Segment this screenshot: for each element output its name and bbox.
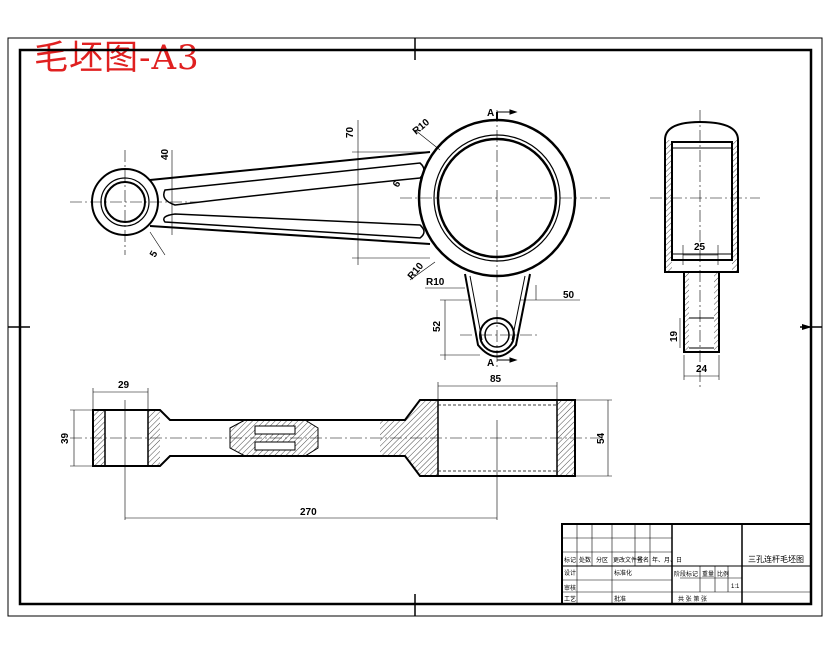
dim-25: 25	[694, 242, 706, 253]
section-mark-bottom: A	[487, 358, 494, 369]
tb-scale: 1:1	[731, 584, 740, 590]
dim-50: 50	[563, 290, 575, 301]
tb-design: 设计	[564, 569, 576, 577]
side-view	[650, 110, 760, 390]
tb-sign: 签名	[637, 556, 649, 564]
tb-zone: 分区	[596, 556, 608, 564]
dim-40: 40	[160, 148, 171, 160]
tb-part-name: 三孔连杆毛坯图	[748, 554, 804, 564]
tb-weight: 重量	[702, 570, 714, 578]
tb-date: 年、月、日	[652, 556, 682, 564]
drawing-title: 毛坯图-A3	[34, 38, 200, 78]
tb-ratio: 比例	[717, 570, 729, 578]
bottom-view	[70, 382, 612, 520]
title-block-text: 三孔连杆毛坯图 标记 处数 分区 更改文件号 签名 年、月、日 设计 标准化 审…	[564, 554, 804, 603]
dim-r10-bottom: R10	[426, 277, 445, 288]
tb-approve: 批准	[614, 595, 626, 603]
tb-mark: 标记	[564, 556, 576, 564]
dim-r10-left: R10	[406, 260, 427, 281]
tb-std: 标准化	[614, 569, 632, 577]
dim-5-small: 5	[148, 249, 161, 260]
dim-270: 270	[300, 507, 317, 518]
tb-stage: 阶段标记	[674, 570, 698, 578]
title-block	[561, 523, 812, 605]
tb-process: 工艺	[564, 595, 576, 603]
section-mark-top: A	[487, 108, 494, 119]
tb-review: 审核	[564, 584, 576, 592]
dim-52: 52	[432, 320, 443, 332]
dim-85: 85	[490, 374, 502, 385]
dim-54: 54	[596, 432, 607, 444]
dim-29: 29	[118, 380, 130, 391]
tb-docno: 更改文件号	[613, 556, 643, 564]
tb-sheets: 共 张 第 张	[678, 595, 707, 603]
dim-6-inner: 6	[391, 179, 404, 190]
dim-r10-top: R10	[411, 117, 432, 138]
dim-24: 24	[696, 364, 708, 375]
bottom-view-dims: 29 85 39 54 270	[60, 374, 607, 518]
side-view-dims: 25 19 24	[669, 242, 708, 375]
front-view-dims: 40 70 R10 6 5 R10 R10 50 52 A A	[148, 108, 574, 369]
dim-39: 39	[60, 432, 71, 444]
dim-70: 70	[345, 126, 356, 138]
sheet-border	[7, 37, 823, 617]
dim-19: 19	[669, 330, 680, 342]
front-view	[70, 109, 610, 370]
tb-count: 处数	[579, 556, 591, 564]
